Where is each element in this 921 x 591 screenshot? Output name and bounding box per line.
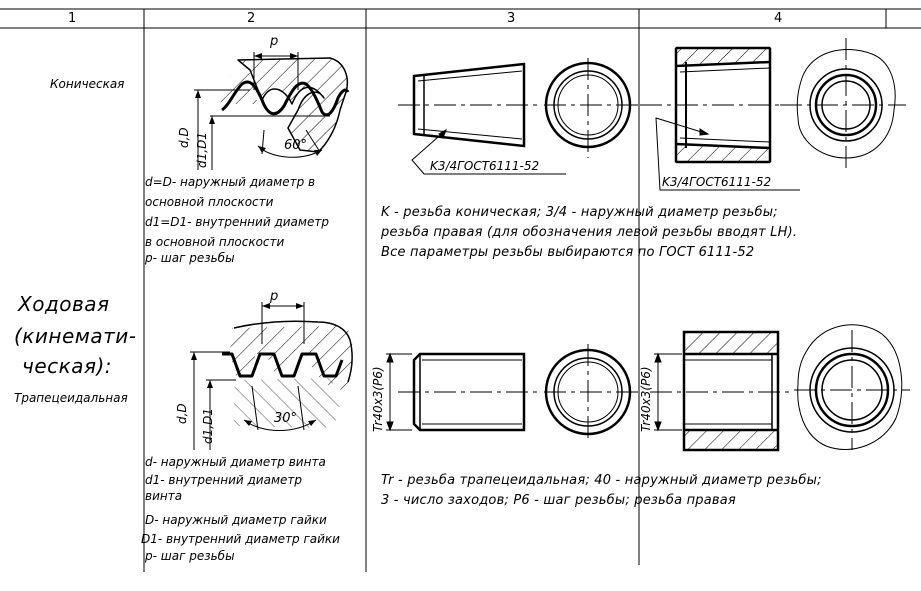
row2-legend-line: D- наружный диаметр гайки — [145, 513, 327, 527]
row2-angle-label: 30° — [274, 411, 298, 426]
column-header-1: 1 — [68, 11, 77, 26]
row1-diameter-label: d,D — [177, 127, 191, 148]
conical-external-thread — [398, 58, 638, 175]
row1-legend-line: d1=D1- внутренний диаметр — [145, 215, 329, 229]
row1-note-line: Все параметры резьбы выбираются по ГОСТ … — [381, 245, 755, 260]
row2-note-line: 3 - число заходов; P6 - шаг резьбы; резь… — [381, 493, 736, 508]
row2-legend-line: d- наружный диаметр винта — [145, 455, 326, 469]
row2-pitch-label: p — [270, 289, 279, 304]
row2-legend-line: винта — [145, 489, 183, 503]
trapezoidal-internal-thread — [650, 324, 910, 452]
trapezoidal-external-thread — [386, 344, 638, 442]
row1-ext-designation: K3/4ГОСТ6111-52 — [430, 159, 540, 173]
row2-inner-diameter-label: d1,D1 — [201, 408, 215, 444]
row2-note-line: Tr - резьба трапецеидальная; 40 - наружн… — [381, 473, 822, 488]
column-header-2: 2 — [247, 11, 256, 26]
row2-diameter-label: d,D — [175, 403, 189, 424]
row2-legend-line: p- шаг резьбы — [145, 549, 235, 563]
row1-note-line: K - резьба коническая; 3/4 - наружный ди… — [381, 205, 778, 220]
row2-legend-line: D1- внутренний диаметр гайки — [141, 532, 340, 546]
row1-legend-line: d=D- наружный диаметр в — [145, 175, 316, 189]
row1-int-designation: K3/4ГОСТ6111-52 — [662, 175, 772, 189]
row1-angle-label: 60° — [284, 138, 308, 153]
row2-subtitle: Трапецеидальная — [14, 391, 128, 405]
conical-internal-thread — [640, 38, 906, 191]
row1-legend-line: в основной плоскости — [145, 235, 285, 249]
row1-legend-line: p- шаг резьбы — [145, 251, 235, 265]
row2-ext-designation: Tr40x3(P6) — [371, 366, 385, 432]
trapezoidal-thread-profile — [190, 302, 353, 450]
row1-note-line: резьба правая (для обозначения левой рез… — [381, 225, 798, 240]
row2-title-line: Ходовая — [18, 292, 110, 316]
column-header-4: 4 — [774, 11, 783, 26]
row1-pitch-label: p — [270, 34, 279, 49]
row1-inner-diameter-label: d1,D1 — [195, 132, 209, 168]
column-header-3: 3 — [507, 11, 516, 26]
row2-legend-line: d1- внутренний диаметр — [145, 473, 303, 487]
row2-int-designation: Tr40x3(P6) — [639, 366, 653, 432]
table-grid — [0, 8, 921, 572]
conical-thread-profile — [194, 52, 350, 170]
row2-title-line: (кинемати- — [14, 324, 137, 348]
row1-legend-line: основной плоскости — [145, 195, 274, 209]
row1-title: Коническая — [50, 77, 125, 91]
row2-title-line: ческая): — [22, 354, 113, 378]
